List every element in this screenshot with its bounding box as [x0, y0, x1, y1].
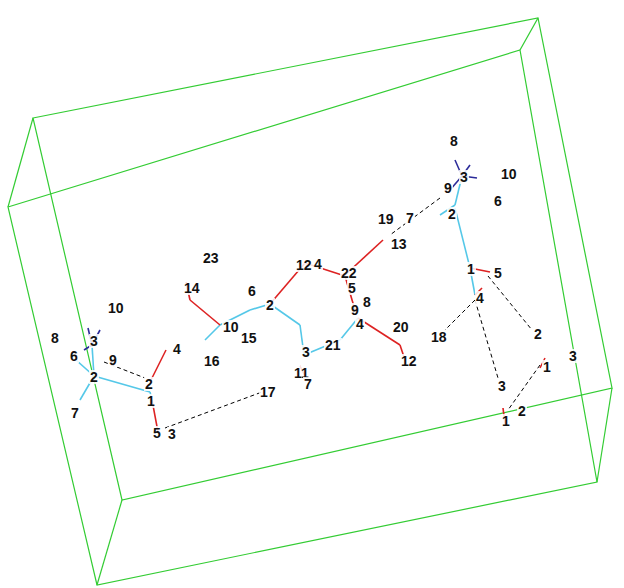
- atom-number: 21: [324, 338, 342, 352]
- atom-number: 1: [542, 360, 552, 374]
- nitrogen-bonds: [84, 160, 477, 350]
- carbon-bonds: [76, 176, 475, 400]
- atom-number: 16: [203, 354, 221, 368]
- atom-number: 5: [152, 426, 162, 440]
- atom-number: 2: [144, 377, 154, 391]
- atom-number: 1: [146, 394, 156, 408]
- atom-number: 2: [533, 327, 543, 341]
- atom-number: 8: [362, 295, 372, 309]
- atom-number: 5: [493, 266, 503, 280]
- atom-number: 2: [265, 298, 275, 312]
- atom-number: 6: [69, 349, 79, 363]
- atom-number: 23: [202, 251, 220, 265]
- atom-number: 4: [313, 257, 323, 271]
- atom-number: 1: [466, 262, 476, 276]
- atom-number: 1: [501, 414, 511, 428]
- atom-number: 5: [347, 281, 357, 295]
- atom-number: 6: [247, 284, 257, 298]
- atom-number: 7: [70, 406, 80, 420]
- atom-number: 18: [430, 330, 448, 344]
- atom-number: 22: [340, 266, 358, 280]
- atom-number: 3: [167, 427, 177, 441]
- atom-number: 10: [222, 320, 240, 334]
- atom-number: 3: [301, 345, 311, 359]
- atom-number: 10: [500, 167, 518, 181]
- atom-number: 15: [240, 331, 258, 345]
- atom-number: 9: [108, 353, 118, 367]
- atom-number: 7: [405, 211, 415, 225]
- bounding-box: [8, 18, 612, 585]
- atom-number: 4: [355, 317, 365, 331]
- atom-number: 7: [303, 377, 313, 391]
- atom-number: 17: [259, 385, 277, 399]
- atom-number: 4: [172, 342, 182, 356]
- atom-number: 8: [50, 331, 60, 345]
- atom-number: 2: [517, 404, 527, 418]
- atom-number: 3: [89, 334, 99, 348]
- atom-number: 10: [107, 301, 125, 315]
- atom-number: 9: [350, 303, 360, 317]
- atom-number: 8: [449, 134, 459, 148]
- oxygen-bonds: [150, 240, 545, 432]
- atom-number: 19: [377, 212, 395, 226]
- atom-number: 12: [295, 258, 313, 272]
- atom-number: 3: [497, 379, 507, 393]
- atom-number: 3: [459, 170, 469, 184]
- atom-number: 6: [493, 194, 503, 208]
- atom-number: 13: [390, 237, 408, 251]
- atom-number: 12: [400, 354, 418, 368]
- atom-number: 4: [475, 291, 485, 305]
- atom-number: 9: [443, 181, 453, 195]
- atom-number: 3: [568, 349, 578, 363]
- atom-number: 14: [183, 281, 201, 295]
- atom-number: 20: [392, 320, 410, 334]
- atom-number: 2: [89, 370, 99, 384]
- hydrogen-bonds: [104, 198, 540, 428]
- atom-number: 2: [447, 207, 457, 221]
